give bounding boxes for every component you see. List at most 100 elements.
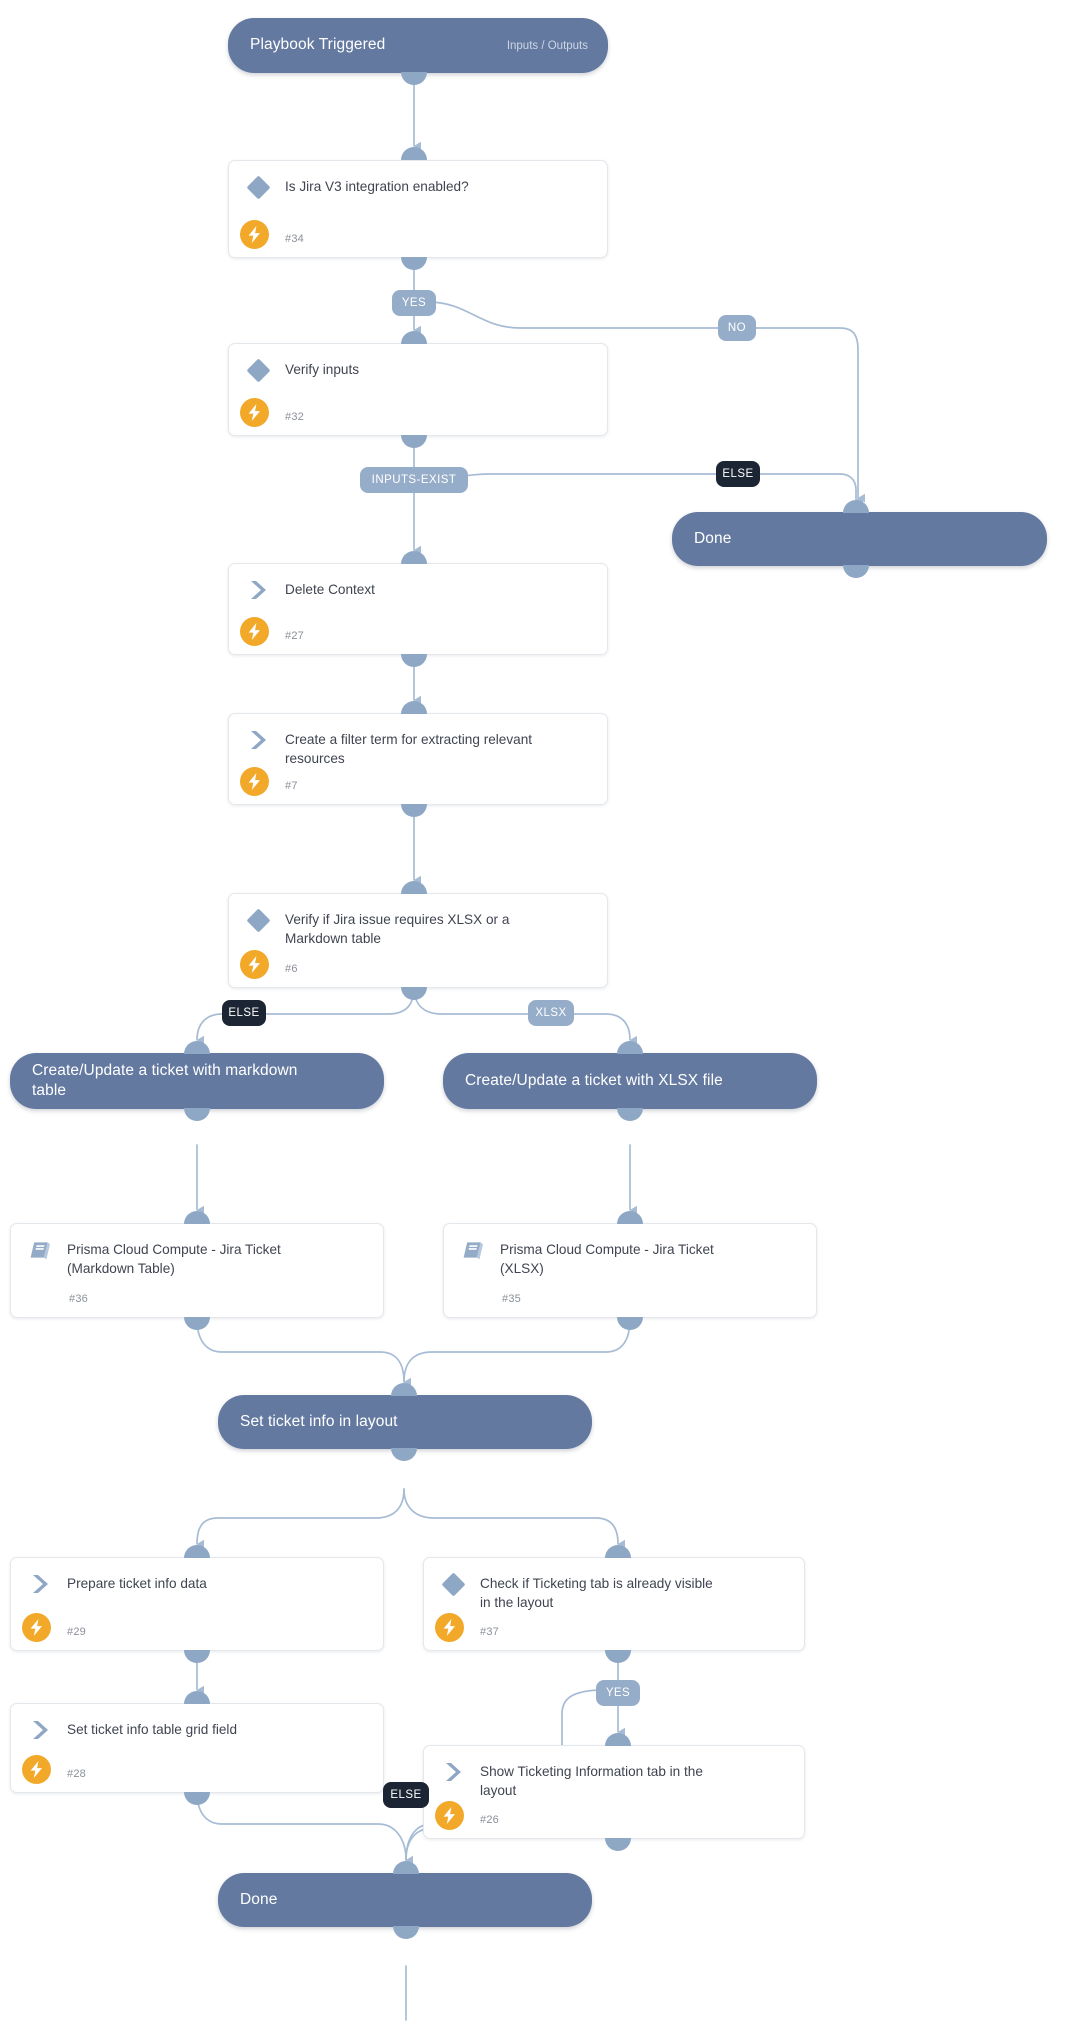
node-id: #26: [480, 1814, 499, 1826]
sub-playbook-book-icon: [460, 1239, 486, 1261]
port-bottom-section-set[interactable]: [391, 1448, 417, 1461]
task-chevron-icon: [27, 1573, 53, 1595]
node-title: Done: [694, 529, 732, 547]
inputs-outputs-link[interactable]: Inputs / Outputs: [506, 39, 588, 52]
branch-label-else-32[interactable]: ELSE: [716, 461, 760, 487]
section-title: Set ticket info in layout: [240, 1412, 398, 1430]
node-delete-context[interactable]: Delete Context #27: [228, 563, 608, 655]
condition-diamond-icon: [440, 1571, 466, 1597]
port-bottom-27[interactable]: [401, 654, 427, 667]
node-id: #36: [69, 1293, 88, 1305]
port-top-26[interactable]: [605, 1733, 631, 1746]
automation-bolt-icon: [240, 398, 269, 427]
node-title: Create a filter term for extracting rele…: [285, 732, 533, 767]
branch-label-else-37[interactable]: ELSE: [383, 1782, 429, 1808]
port-top-section-xlsx[interactable]: [617, 1041, 643, 1054]
automation-bolt-icon: [435, 1613, 464, 1642]
port-top-section-set[interactable]: [391, 1383, 417, 1396]
port-bottom-section-xlsx[interactable]: [617, 1108, 643, 1121]
port-top-29[interactable]: [184, 1545, 210, 1558]
node-title: Prisma Cloud Compute - Jira Ticket (XLSX…: [500, 1242, 714, 1277]
node-title: Delete Context: [285, 582, 375, 597]
branch-label-no-34[interactable]: NO: [718, 315, 756, 341]
node-id: #34: [285, 233, 304, 245]
node-id: #28: [67, 1768, 86, 1780]
port-top-36[interactable]: [184, 1211, 210, 1224]
node-create-filter-term[interactable]: Create a filter term for extracting rele…: [228, 713, 608, 805]
node-prepare-ticket-info-data[interactable]: Prepare ticket info data #29: [10, 1557, 384, 1651]
port-top-35[interactable]: [617, 1211, 643, 1224]
branch-label-inputs-exist-32[interactable]: INPUTS-EXIST: [360, 467, 468, 493]
port-top-34[interactable]: [401, 147, 427, 160]
node-title: Check if Ticketing tab is already visibl…: [480, 1576, 713, 1611]
node-title: Show Ticketing Information tab in the la…: [480, 1764, 703, 1799]
section-create-update-ticket-markdown[interactable]: Create/Update a ticket with markdown tab…: [10, 1053, 384, 1109]
automation-bolt-icon: [435, 1801, 464, 1830]
condition-diamond-icon: [245, 357, 271, 383]
node-done-top[interactable]: Done: [672, 512, 1047, 566]
node-id: #7: [285, 780, 298, 792]
condition-diamond-icon: [245, 907, 271, 933]
node-title: Verify inputs: [285, 362, 360, 377]
port-bottom-35[interactable]: [617, 1317, 643, 1330]
branch-label-yes-34[interactable]: YES: [392, 290, 436, 316]
port-top-done-bottom[interactable]: [393, 1861, 419, 1874]
node-prisma-cloud-compute-jira-ticket-markdown[interactable]: Prisma Cloud Compute - Jira Ticket (Mark…: [10, 1223, 384, 1318]
node-title: Set ticket info table grid field: [67, 1722, 238, 1737]
sub-playbook-book-icon: [27, 1239, 53, 1261]
port-top-28[interactable]: [184, 1691, 210, 1704]
port-top-6[interactable]: [401, 881, 427, 894]
section-create-update-ticket-xlsx[interactable]: Create/Update a ticket with XLSX file: [443, 1053, 817, 1109]
node-title: Verify if Jira issue requires XLSX or a …: [285, 912, 510, 947]
port-bottom-36[interactable]: [184, 1317, 210, 1330]
node-id: #6: [285, 963, 298, 975]
port-top-37[interactable]: [605, 1545, 631, 1558]
port-bottom-29[interactable]: [184, 1650, 210, 1663]
port-bottom-done-top[interactable]: [843, 565, 869, 578]
port-top-section-md[interactable]: [184, 1041, 210, 1054]
port-bottom-32[interactable]: [401, 435, 427, 448]
port-bottom-done-bottom[interactable]: [393, 1926, 419, 1939]
port-top-done-top[interactable]: [843, 500, 869, 513]
node-title: Prepare ticket info data: [67, 1576, 207, 1591]
task-chevron-icon: [440, 1761, 466, 1783]
node-playbook-triggered[interactable]: Playbook Triggered Inputs / Outputs: [228, 18, 608, 73]
automation-bolt-icon: [240, 617, 269, 646]
automation-bolt-icon: [22, 1755, 51, 1784]
section-set-ticket-info-in-layout[interactable]: Set ticket info in layout: [218, 1395, 592, 1449]
port-bottom-26[interactable]: [605, 1838, 631, 1851]
port-bottom-section-md[interactable]: [184, 1108, 210, 1121]
node-set-ticket-info-table-grid-field[interactable]: Set ticket info table grid field #28: [10, 1703, 384, 1793]
node-verify-inputs[interactable]: Verify inputs #32: [228, 343, 608, 436]
automation-bolt-icon: [240, 950, 269, 979]
port-top-27[interactable]: [401, 551, 427, 564]
task-chevron-icon: [245, 729, 271, 751]
port-bottom-start[interactable]: [401, 72, 427, 85]
node-id: #29: [67, 1626, 86, 1638]
automation-bolt-icon: [240, 767, 269, 796]
node-prisma-cloud-compute-jira-ticket-xlsx[interactable]: Prisma Cloud Compute - Jira Ticket (XLSX…: [443, 1223, 817, 1318]
node-check-ticketing-tab-visible[interactable]: Check if Ticketing tab is already visibl…: [423, 1557, 805, 1651]
node-title: Prisma Cloud Compute - Jira Ticket (Mark…: [67, 1242, 281, 1277]
node-verify-jira-issue-format[interactable]: Verify if Jira issue requires XLSX or a …: [228, 893, 608, 988]
port-bottom-6[interactable]: [401, 987, 427, 1000]
port-bottom-28[interactable]: [184, 1792, 210, 1805]
branch-label-yes-37[interactable]: YES: [596, 1680, 640, 1706]
branch-label-else-6[interactable]: ELSE: [222, 1000, 266, 1026]
section-title: Create/Update a ticket with markdown tab…: [32, 1061, 298, 1099]
port-top-32[interactable]: [401, 331, 427, 344]
node-title: Playbook Triggered: [250, 36, 386, 54]
node-id: #27: [285, 630, 304, 642]
node-done-bottom[interactable]: Done: [218, 1873, 592, 1927]
node-title: Is Jira V3 integration enabled?: [285, 179, 469, 194]
task-chevron-icon: [27, 1719, 53, 1741]
node-show-ticketing-information-tab[interactable]: Show Ticketing Information tab in the la…: [423, 1745, 805, 1839]
node-id: #37: [480, 1626, 499, 1638]
automation-bolt-icon: [240, 220, 269, 249]
branch-label-xlsx-6[interactable]: XLSX: [528, 1000, 574, 1026]
port-bottom-7[interactable]: [401, 804, 427, 817]
port-bottom-37[interactable]: [605, 1650, 631, 1663]
node-is-jira-v3-integration-enabled[interactable]: Is Jira V3 integration enabled? #34: [228, 160, 608, 258]
port-bottom-34[interactable]: [401, 257, 427, 270]
port-top-7[interactable]: [401, 701, 427, 714]
